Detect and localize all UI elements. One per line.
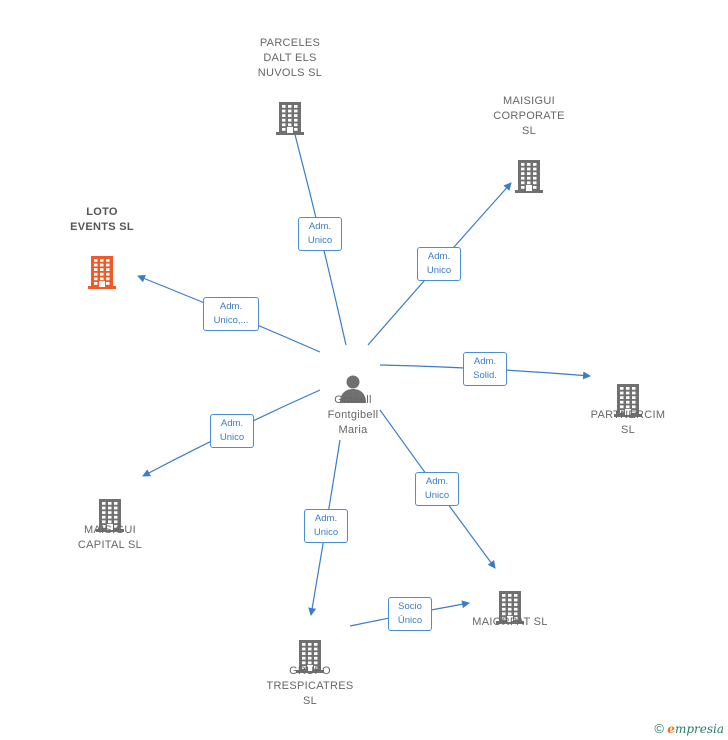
edge-role-label[interactable]: Adm. Unico,...	[203, 297, 259, 331]
edge-role-label[interactable]: Adm. Unico	[304, 509, 348, 543]
copyright-symbol: ©	[654, 721, 664, 736]
building-icon[interactable]	[496, 575, 524, 624]
building-icon[interactable]	[88, 240, 116, 289]
edge-role-label[interactable]: Socio Único	[388, 597, 432, 631]
edge-role-label[interactable]: Adm. Unico	[417, 247, 461, 281]
company-name[interactable]: LOTO EVENTS SL	[70, 206, 134, 233]
edge-role-label[interactable]: Adm. Solid.	[463, 352, 507, 386]
edge-role-label[interactable]: Adm. Unico	[415, 472, 459, 506]
brand-name: mpresia	[674, 722, 724, 736]
building-icon[interactable]	[96, 483, 124, 532]
empresia-watermark: © empresia	[654, 721, 724, 736]
company-name[interactable]: MAISIGUI CORPORATE SL	[493, 95, 565, 137]
building-icon[interactable]	[614, 368, 642, 417]
brand-e: e	[667, 722, 675, 736]
company-name[interactable]: MAISIGUI CAPITAL SL	[77, 524, 143, 551]
building-icon[interactable]	[515, 144, 543, 193]
person-icon[interactable]	[338, 358, 368, 403]
edge-role-label[interactable]: Adm. Unico	[210, 414, 254, 448]
edge-role-label[interactable]: Adm. Unico	[298, 217, 342, 251]
company-name[interactable]: PARTNERCIM SL	[590, 409, 666, 436]
company-name[interactable]: MAIORPAT SL	[472, 616, 548, 628]
person-name[interactable]: Granell Fontgibell Maria	[327, 394, 379, 436]
company-name[interactable]: GRUPO TRESPICATRES SL	[266, 665, 354, 707]
building-icon[interactable]	[296, 624, 324, 673]
building-icon[interactable]	[276, 86, 304, 135]
company-name[interactable]: PARCELES DALT ELS NUVOLS SL	[257, 37, 323, 79]
